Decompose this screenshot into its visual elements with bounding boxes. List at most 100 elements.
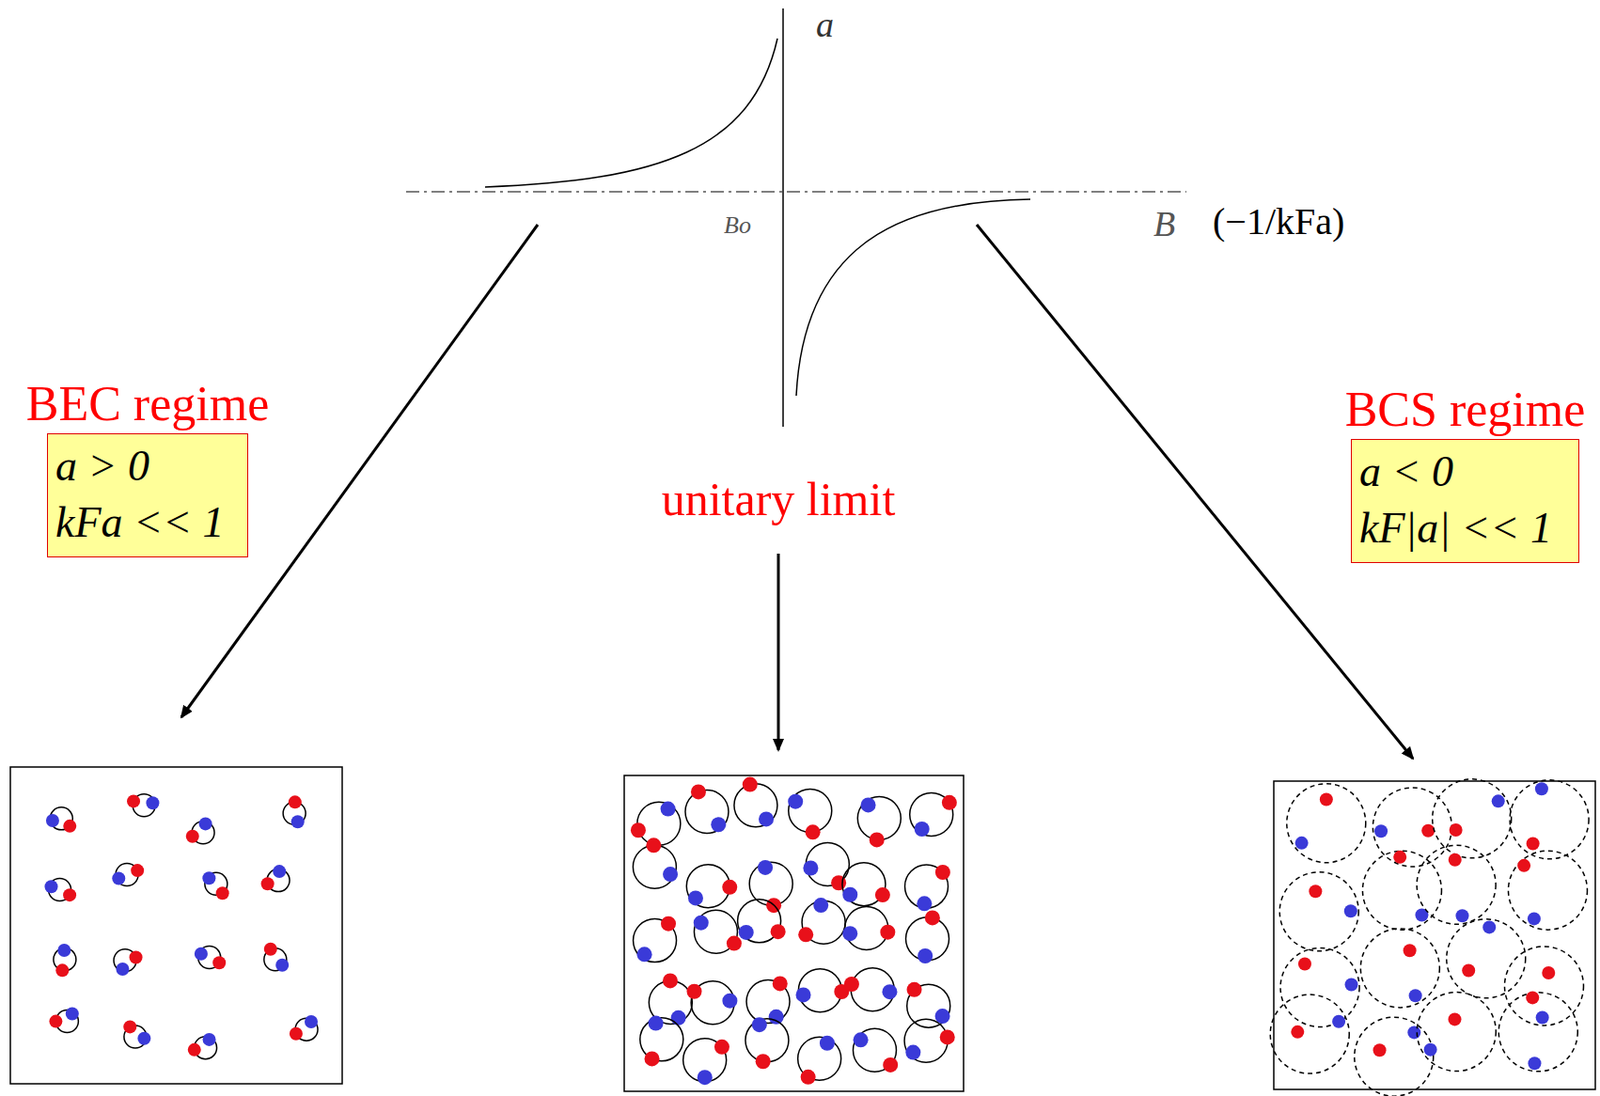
particle-dot	[726, 936, 742, 952]
pair-circle	[1360, 928, 1440, 1008]
condition-text: a < 0	[1359, 443, 1569, 501]
particle-dot	[662, 866, 678, 882]
particle-dot	[914, 821, 930, 837]
pair-circle	[1432, 779, 1512, 859]
particle-dot	[275, 958, 289, 973]
particle-dot	[1482, 920, 1496, 934]
arrow-unitary	[777, 553, 781, 751]
horizontal-axis	[406, 190, 1187, 192]
particle-dot	[844, 976, 860, 992]
particle-dot	[65, 1007, 79, 1021]
particle-dot	[1455, 909, 1469, 923]
particle-dot	[261, 877, 275, 891]
particle-dot	[644, 1050, 660, 1067]
particle-dot	[1536, 1011, 1550, 1025]
pair-circle	[1509, 780, 1589, 860]
particle-dot	[1407, 1025, 1421, 1039]
particle-dot	[916, 895, 932, 911]
particle-dot	[738, 925, 754, 941]
unitary-panel	[624, 775, 964, 1092]
pair-circle	[637, 801, 681, 846]
particle-dot	[853, 1032, 869, 1048]
particle-dot	[757, 860, 773, 876]
pair-circle	[1504, 946, 1584, 1026]
particle-dot	[881, 984, 897, 1000]
particle-dot	[710, 816, 726, 832]
particle-dot	[1409, 988, 1423, 1003]
particle-dot	[687, 984, 703, 1000]
particle-dot	[62, 888, 77, 902]
particle-dot	[1319, 792, 1334, 806]
particle-dot	[630, 822, 646, 838]
particle-dot	[660, 801, 676, 817]
particle-dot	[1424, 1043, 1438, 1057]
particle-dot	[289, 1027, 303, 1041]
vertical-axis	[782, 8, 785, 427]
particle-dot	[62, 819, 77, 833]
particle-dot	[1491, 794, 1506, 808]
particle-dot	[940, 1029, 956, 1045]
particle-dot	[1403, 943, 1417, 957]
particle-dot	[202, 871, 216, 885]
particle-dot	[1295, 836, 1309, 850]
particle-dot	[291, 815, 305, 829]
particle-dot	[1421, 824, 1435, 838]
arrow-bcs	[976, 224, 1413, 759]
particle-dot	[1526, 837, 1540, 851]
particle-dot	[304, 1015, 318, 1029]
particle-dot	[216, 886, 230, 900]
particle-dot	[1290, 1025, 1304, 1039]
particle-dot	[935, 864, 951, 880]
particle-dot	[1449, 823, 1463, 837]
particle-dot	[1374, 824, 1388, 838]
particle-dot	[714, 1039, 730, 1055]
particle-dot	[194, 947, 208, 961]
axis-label: (−1/kFa)	[1212, 201, 1345, 243]
pair-circle	[1446, 919, 1526, 999]
pair-circle	[1416, 992, 1496, 1072]
particle-dot	[755, 1053, 771, 1069]
particle-dot	[875, 887, 891, 903]
condition-text: kF|a| << 1	[1359, 500, 1569, 557]
pair-circle	[685, 790, 729, 834]
particle-dot	[798, 926, 814, 942]
particle-dot	[772, 975, 788, 991]
particle-dot	[907, 982, 923, 998]
particle-dot	[1448, 853, 1462, 867]
particle-dot	[917, 948, 933, 964]
particle-dot	[1373, 1043, 1387, 1057]
particle-dot	[645, 837, 661, 853]
pair-circle	[1280, 947, 1360, 1027]
condition-box: BCS regimea < 0kF|a| << 1	[1350, 439, 1580, 564]
bec-panel	[10, 767, 343, 1084]
condition-text: a > 0	[55, 438, 238, 495]
particle-dot	[819, 1035, 835, 1051]
particle-dot	[264, 942, 278, 957]
particle-dot	[869, 831, 885, 848]
particle-dot	[842, 887, 858, 903]
particle-dot	[721, 879, 738, 895]
pair-circle	[734, 784, 778, 828]
particle-dot	[802, 861, 818, 877]
particle-dot	[796, 987, 812, 1003]
particle-dot	[123, 1019, 137, 1034]
particle-dot	[805, 824, 821, 840]
axis-label: B	[1153, 204, 1176, 245]
particle-dot	[46, 814, 60, 828]
particle-dot	[1527, 911, 1541, 926]
particle-dot	[55, 963, 69, 977]
particle-dot	[126, 794, 141, 808]
particle-dot	[111, 871, 126, 885]
particle-dot	[648, 1016, 664, 1032]
pair-circle	[1372, 787, 1452, 867]
particle-dot	[800, 1069, 816, 1085]
particle-dot	[188, 1043, 202, 1057]
pair-circle	[1498, 992, 1578, 1072]
particle-dot	[137, 1032, 151, 1046]
particle-dot	[212, 956, 226, 970]
particle-dot	[637, 946, 653, 962]
particle-dot	[662, 972, 678, 989]
particle-dot	[1447, 1012, 1461, 1026]
particle-dot	[1298, 957, 1312, 972]
regime-heading: BCS regime	[1345, 382, 1586, 437]
